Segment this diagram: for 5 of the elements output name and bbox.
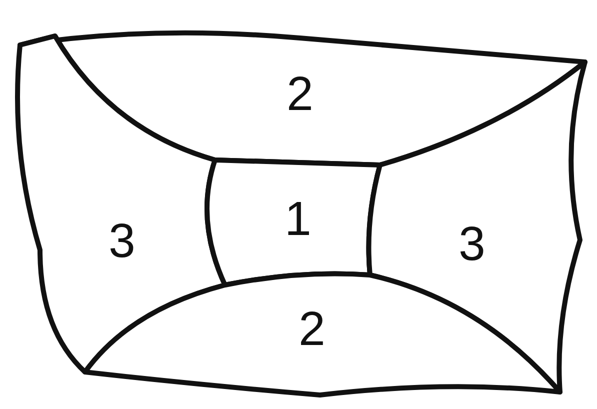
region-number: 2 bbox=[298, 306, 326, 354]
region-number: 3 bbox=[108, 218, 136, 266]
region-number: 3 bbox=[458, 221, 486, 269]
region-number: 1 bbox=[284, 196, 312, 244]
region-number: 2 bbox=[286, 71, 314, 119]
